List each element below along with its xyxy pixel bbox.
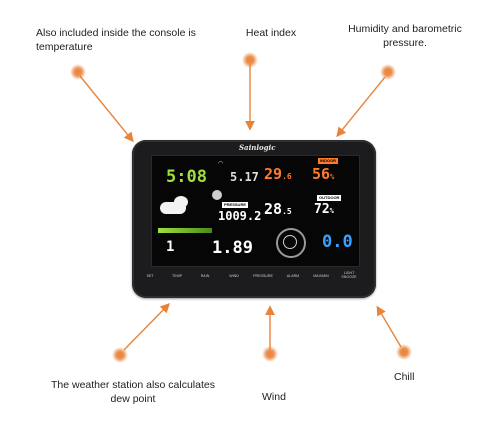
- callout-wind: Wind: [262, 391, 286, 403]
- wind-compass-inner: [283, 235, 297, 249]
- rain-bar-graph: [158, 228, 212, 233]
- brand-logo: Sainlogic: [239, 143, 276, 152]
- callout-dot: [70, 64, 86, 80]
- button-alarm[interactable]: ALARM: [286, 274, 300, 278]
- button-light-snooze[interactable]: LIGHT SNOOZE: [341, 271, 357, 279]
- indoor-humidity: 56%: [312, 165, 334, 183]
- callout-arrow: [79, 75, 134, 143]
- rain-value: 1: [166, 239, 175, 255]
- wind-compass: [276, 228, 306, 258]
- button-rain[interactable]: RAIN: [200, 274, 210, 278]
- callout-dot: [242, 52, 258, 68]
- callout-arrow: [376, 305, 402, 348]
- button-max-min[interactable]: MAX/MIN: [313, 274, 329, 278]
- calendar-date: 5.17: [230, 170, 259, 184]
- outdoor-humidity-value: 72: [314, 202, 330, 217]
- outdoor-humidity: 72%: [314, 202, 334, 217]
- light-value-digits: 89: [232, 238, 253, 258]
- cloud-icon: [174, 196, 188, 208]
- outdoor-temperature: 28.5: [264, 200, 292, 218]
- button-temp[interactable]: TEMP: [172, 274, 182, 278]
- button-wind[interactable]: WIND: [229, 274, 239, 278]
- pressure-label: PRESSURE: [222, 202, 249, 208]
- outdoor-temperature-decimal: .5: [282, 207, 292, 216]
- percent-sign: %: [329, 207, 334, 215]
- callout-dot: [112, 347, 128, 363]
- callout-dot: [380, 64, 396, 80]
- moon-phase-icon: [212, 190, 222, 200]
- lcd-screen: 5:08 5.17 ◠ INDOOR 29.6 56% PRESSURE 100…: [151, 155, 360, 267]
- callout-dot: [396, 344, 412, 360]
- light-value: 1.89: [212, 238, 253, 258]
- callout-humidity-pressure: Humidity and barometric pressure.: [348, 23, 462, 49]
- callout-chill: Chill: [394, 371, 415, 383]
- outdoor-temperature-value: 28: [264, 200, 283, 218]
- indoor-temperature-value: 29: [264, 165, 283, 183]
- button-set[interactable]: SET: [146, 274, 154, 278]
- callout-heat-index: Heat index: [245, 27, 297, 39]
- callout-dew-point: The weather station also calculates dew …: [50, 379, 215, 405]
- wifi-icon: ◠: [218, 161, 224, 167]
- outdoor-label: OUTDOOR: [317, 195, 342, 201]
- clock-time: 5:08: [166, 167, 207, 187]
- button-pressure[interactable]: PRESSURE: [253, 274, 273, 278]
- pressure-value: 1009.2: [218, 209, 262, 223]
- callout-temperature: Also included inside the console is temp…: [36, 27, 196, 53]
- callout-arrow: [336, 76, 386, 138]
- uv-value: 0.0: [322, 232, 353, 252]
- indoor-temperature-decimal: .6: [282, 172, 292, 181]
- weather-station-console: Sainlogic 5:08 5.17 ◠ INDOOR 29.6 56% PR…: [132, 140, 376, 298]
- indoor-label: INDOOR: [318, 158, 338, 164]
- callout-arrow: [123, 302, 170, 351]
- callout-dot: [262, 346, 278, 362]
- percent-sign: %: [330, 173, 335, 181]
- indoor-temperature: 29.6: [264, 165, 292, 183]
- indoor-humidity-value: 56: [312, 165, 331, 183]
